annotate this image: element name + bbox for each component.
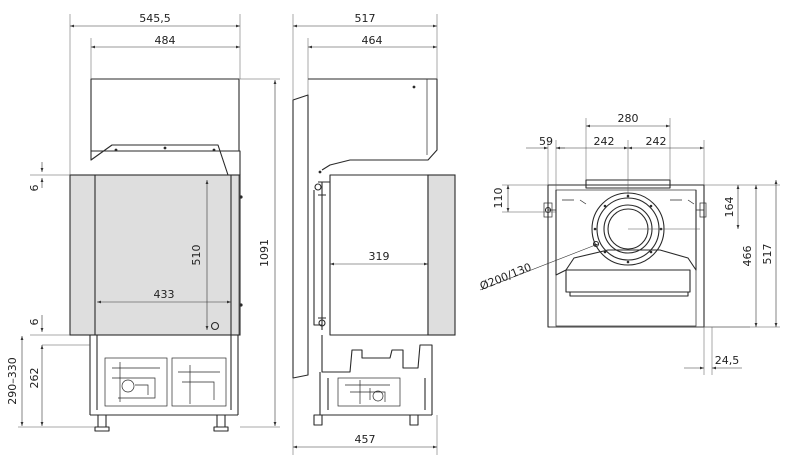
top-hood-outline [555, 190, 697, 276]
dim-front-total-height: 1091 [258, 239, 271, 267]
front-hood [90, 144, 241, 176]
dim-front-bottom-offset: 6 [28, 319, 41, 326]
dim-front-legs-height: 262 [28, 368, 41, 389]
dim-top-half-left: 242 [594, 135, 615, 148]
dim-top-depth-offset: 110 [492, 188, 505, 209]
dim-top-offset-left: 59 [539, 135, 553, 148]
dim-front-top-width: 484 [155, 34, 176, 47]
front-top-cladding [90, 78, 240, 152]
side-bracket [313, 181, 330, 330]
dim-front-inner-width: 433 [154, 288, 175, 301]
dim-top-inner-depth: 466 [741, 246, 754, 267]
side-lower-profile [321, 335, 433, 375]
side-base-frame [319, 372, 433, 416]
front-base-frame [89, 335, 239, 416]
dim-top-half-right: 242 [646, 135, 667, 148]
dim-top-flue-diameter: Ø200/130 [478, 261, 533, 293]
front-glass-side-left [69, 174, 241, 336]
dim-front-total-width: 545,5 [139, 12, 171, 25]
dim-top-outlet-span: 280 [618, 112, 639, 125]
side-top-box [308, 78, 438, 171]
top-view: 280 242 242 59 110 164 466 517 24,5 Ø200… [478, 112, 780, 375]
dim-side-inner-width: 319 [369, 250, 390, 263]
door-knob-icon [210, 321, 220, 331]
dim-top-outlet-depth: 164 [723, 197, 736, 218]
dim-front-legs-range: 290–330 [6, 357, 19, 405]
dim-side-total-width: 517 [355, 12, 376, 25]
side-back-wall [292, 94, 309, 379]
dim-front-top-offset: 6 [28, 185, 41, 192]
dim-side-top-width: 464 [362, 34, 383, 47]
side-glass [427, 174, 456, 336]
dim-top-wall-offset: 24,5 [715, 354, 740, 367]
front-view: 545,5 484 433 510 1091 6 6 262 290–330 [6, 12, 280, 432]
dim-front-glass-height: 510 [190, 245, 203, 266]
dim-side-base-width: 457 [355, 433, 376, 446]
dim-top-total-depth: 517 [761, 244, 774, 265]
side-view: 517 464 319 457 [292, 12, 456, 455]
